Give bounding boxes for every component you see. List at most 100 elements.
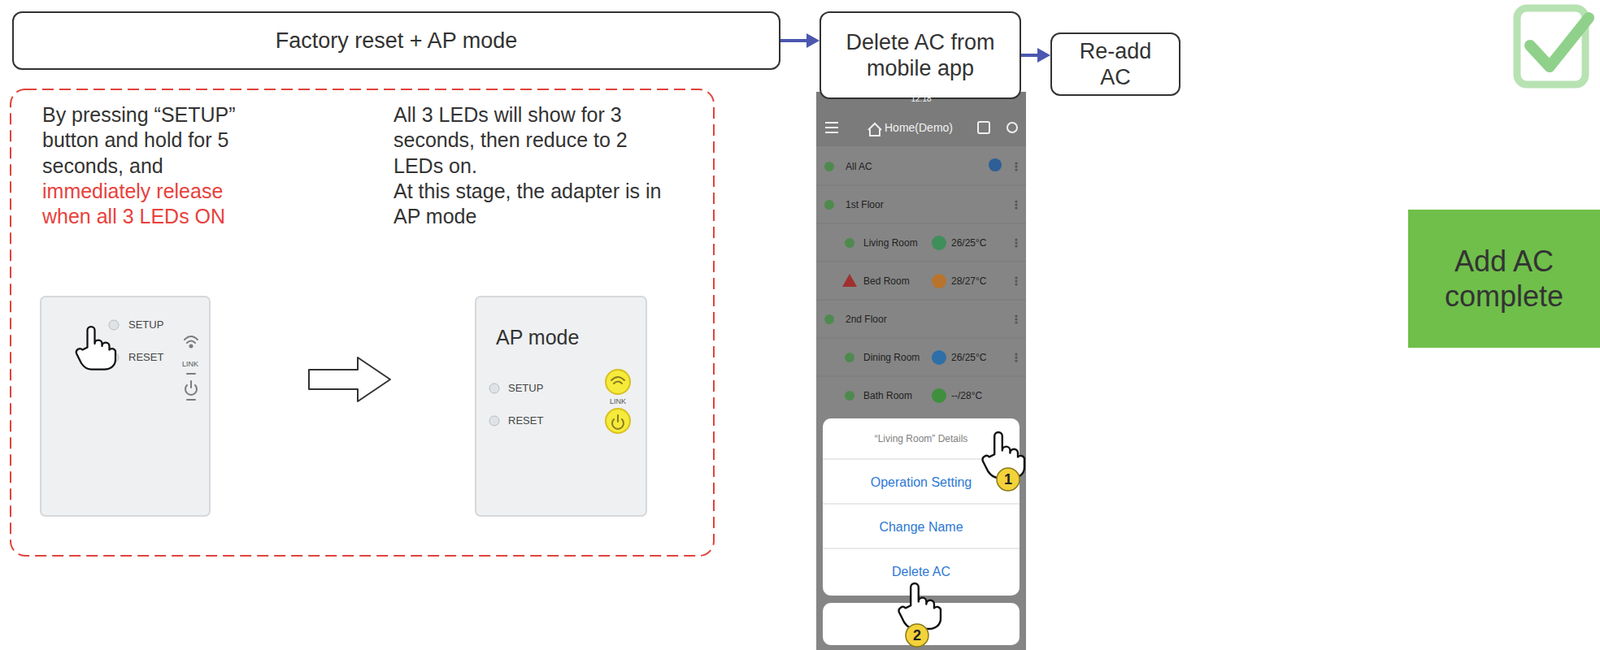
phone-screenshot-part-part xyxy=(1014,241,1018,244)
callout-number: 1 xyxy=(996,471,1020,490)
step-text: Re-add AC xyxy=(1063,38,1168,92)
step-box: Factory reset + AP mode xyxy=(12,11,781,70)
phone-screenshot-part-part xyxy=(1014,165,1018,168)
app-row: Living Room xyxy=(863,237,918,249)
adapter-photo-left-part-part xyxy=(186,341,196,344)
adapter-photo-left-part-part xyxy=(184,336,198,340)
dashed-region xyxy=(10,89,714,557)
phone-screenshot-part xyxy=(931,350,947,366)
temperature: --/28°C xyxy=(951,390,983,402)
phone-screenshot-part-part xyxy=(868,123,882,136)
app-row: 1st Floor xyxy=(845,199,884,211)
phone-screenshot-part xyxy=(905,624,929,648)
app-row: Dining Room xyxy=(863,352,920,364)
adapter-photo-right-part-part xyxy=(613,382,622,385)
phone-screenshot-part-part xyxy=(1014,314,1018,318)
button-label: SETUP xyxy=(128,318,164,332)
phone-screenshot-part xyxy=(1014,161,1018,362)
step-box: Delete AC from mobile app xyxy=(819,11,1022,100)
adapter-photo-right-part xyxy=(489,383,500,394)
instruction-text: By pressing “SETUP” button and hold for … xyxy=(42,103,236,178)
phone-screenshot-part xyxy=(931,388,947,404)
adapter-photo-left-part-part xyxy=(190,345,193,348)
phone-screenshot-part-part xyxy=(1014,238,1018,241)
check-icon-part xyxy=(1530,17,1589,67)
arrow-head xyxy=(806,33,820,48)
phone-screenshot-part xyxy=(825,121,1018,136)
adapter-photo-left xyxy=(40,296,210,517)
instruction-text: All 3 LEDs will show for 3 seconds, then… xyxy=(393,102,662,179)
popup-title: “Living Room” Details xyxy=(822,433,1020,445)
phone-screenshot-part-part xyxy=(1014,200,1018,203)
phone-screenshot-part-part xyxy=(824,200,835,210)
adapter-photo-right-part xyxy=(489,416,500,427)
check-icon xyxy=(1517,8,1589,85)
phone-screenshot-part-part xyxy=(1014,168,1018,171)
app-row: Bath Room xyxy=(863,390,913,402)
button-label: SETUP xyxy=(508,382,544,396)
arrow-line xyxy=(1021,53,1040,57)
phone-screenshot-part-part xyxy=(844,391,855,401)
step-text: Factory reset + AP mode xyxy=(275,27,518,54)
phone-screenshot-part xyxy=(931,273,947,289)
phone-screenshot-part xyxy=(899,583,941,630)
phone-screenshot-part-part xyxy=(844,352,855,363)
adapter-photo-right-part-part xyxy=(611,377,625,381)
phone-screenshot xyxy=(816,91,1027,650)
led-label: LINK xyxy=(609,397,627,407)
phone-screenshot-part xyxy=(988,158,1002,172)
app-row: Bed Room xyxy=(863,275,910,287)
popup-option: Delete AC xyxy=(822,564,1020,580)
temperature: 26/25°C xyxy=(951,352,987,364)
phone-screenshot-part-part xyxy=(1014,359,1018,362)
adapter-photo-left-part xyxy=(184,336,198,400)
phone-screenshot-part-part xyxy=(844,238,855,248)
phone-screenshot-part-part xyxy=(1014,206,1018,209)
adapter-photo-right-part xyxy=(475,296,647,517)
phone-screenshot-part-part xyxy=(1014,356,1018,359)
temperature: 26/25°C xyxy=(951,237,987,249)
app-header: Home(Demo) xyxy=(884,121,953,135)
phone-screenshot-part-part xyxy=(1014,276,1018,279)
adapter-photo-left-part xyxy=(76,326,116,370)
app-row: 2nd Floor xyxy=(845,313,887,326)
status-time: 12:18 xyxy=(904,94,938,105)
phone-screenshot-part-part xyxy=(1014,317,1018,321)
phone-screenshot-part-part xyxy=(1014,244,1018,248)
adapter-photo-right-part-part xyxy=(617,415,619,422)
callout-number: 2 xyxy=(905,627,929,646)
popup-option: Operation Setting xyxy=(822,474,1020,491)
phone-screenshot-part-part xyxy=(825,122,839,133)
temperature: 28/27°C xyxy=(951,275,987,287)
adapter-photo-right-part xyxy=(605,369,631,395)
phone-screenshot-part-part xyxy=(1014,321,1018,324)
arrow-head xyxy=(1037,47,1051,63)
adapter-photo-left-part-part xyxy=(190,381,192,388)
phone-screenshot-part-part xyxy=(816,185,1027,377)
phone-screenshot-part xyxy=(996,468,1020,492)
step-text: Delete AC from mobile app xyxy=(832,29,1009,83)
phone-screenshot-part xyxy=(931,235,947,251)
adapter-photo-right xyxy=(475,296,647,517)
adapter-photo-left-part xyxy=(40,296,210,517)
led-label: LINK xyxy=(182,360,199,370)
step-text: Add AC complete xyxy=(1419,243,1589,314)
adapter-photo-right-part xyxy=(611,377,625,430)
phone-screenshot-part-part xyxy=(1014,203,1018,206)
flow-arrow xyxy=(1021,47,1051,63)
warning-text: immediately release when all 3 LEDs ON xyxy=(42,179,226,228)
phone-screenshot-part-part xyxy=(824,314,835,325)
phone-screenshot-part-part xyxy=(1014,161,1018,165)
phone-screenshot-part xyxy=(822,418,1020,596)
phone-screenshot-part xyxy=(842,273,857,287)
text-block: By pressing “SETUP” button and hold for … xyxy=(42,102,274,230)
phone-screenshot-part xyxy=(816,91,1027,650)
phone-screenshot-part-part xyxy=(1014,279,1018,283)
phone-screenshot-part xyxy=(816,91,1027,147)
adapter-photo-left-part-part xyxy=(186,399,196,401)
phone-screenshot-part-part xyxy=(978,121,990,134)
